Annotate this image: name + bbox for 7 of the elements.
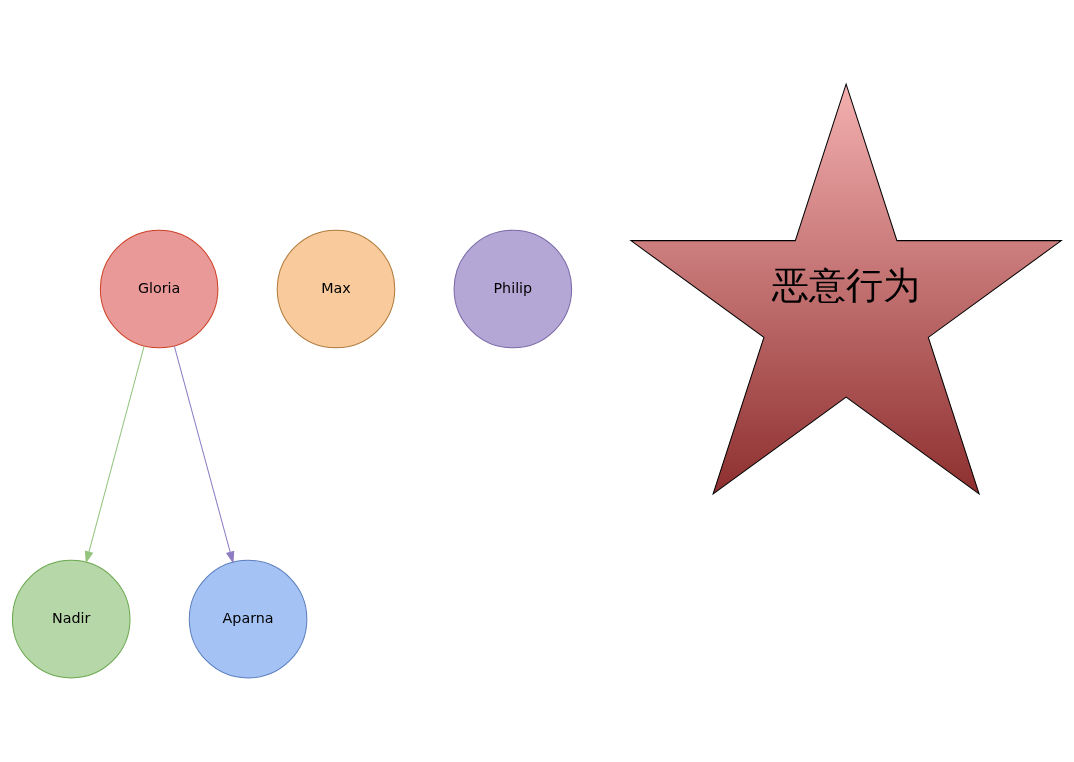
node-circle: Philip: [453, 229, 573, 349]
node-circle: Nadir: [11, 559, 131, 679]
node-circle: Max: [276, 229, 396, 349]
node-circle: Gloria: [99, 229, 219, 349]
arrow: [84, 345, 145, 564]
arrow: [173, 345, 235, 564]
node-circle: Aparna: [188, 559, 308, 679]
